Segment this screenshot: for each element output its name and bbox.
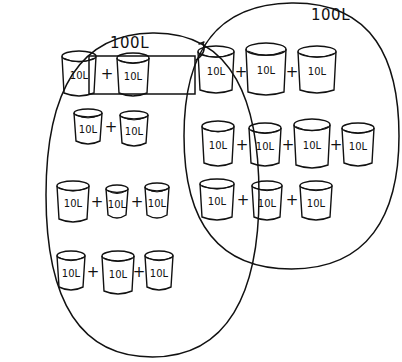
bucket-rim — [117, 53, 149, 63]
volume-label: 10L — [118, 126, 150, 137]
bucket-rim — [298, 46, 336, 57]
bucket: 10L — [292, 118, 332, 170]
bucket-rim — [202, 121, 234, 131]
bucket: 10L — [143, 182, 171, 220]
bucket: 10L — [118, 110, 150, 148]
plus-sign: + — [235, 63, 248, 81]
bucket-rim — [198, 46, 234, 57]
bucket-lip — [147, 189, 167, 192]
bucket-rim — [62, 51, 96, 61]
bucket-rim — [57, 181, 89, 190]
plus-sign: + — [286, 191, 299, 209]
bucket-lip — [302, 187, 330, 190]
volume-label: 10L — [55, 268, 87, 279]
plus-sign: + — [101, 65, 114, 83]
volume-label: 10L — [60, 70, 98, 81]
bucket-rim — [342, 123, 374, 133]
volume-heading: 100L — [110, 34, 149, 52]
bucket-rim — [102, 251, 134, 261]
bucket-rim — [300, 181, 332, 190]
bucket: 10L — [250, 180, 284, 222]
volume-label: 10L — [298, 198, 334, 209]
plus-sign: + — [131, 193, 144, 211]
bucket-lip — [59, 257, 83, 260]
container-group: 100L 10L 10L 10L 10L 10L 10L 10L 10L 10L 10L — [45, 32, 260, 358]
bucket-lip — [64, 58, 94, 62]
plus-sign: + — [286, 63, 299, 81]
bucket-lip — [59, 188, 87, 191]
bucket-lip — [204, 128, 232, 132]
bucket-lip — [202, 186, 232, 189]
bucket: 10L — [298, 180, 334, 222]
plus-sign: + — [87, 263, 100, 281]
bucket: 10L — [100, 250, 136, 296]
blob-path — [46, 33, 259, 357]
volume-label: 10L — [244, 65, 288, 76]
bucket-lip — [251, 130, 279, 133]
bucket: 10L — [200, 120, 236, 168]
bucket: 10L — [198, 178, 236, 222]
bucket-lip — [104, 258, 132, 261]
bucket-rim — [246, 43, 286, 55]
volume-label: 10L — [196, 66, 236, 77]
volume-label: 10L — [143, 268, 175, 279]
volume-label: 10L — [250, 198, 284, 209]
bucket: 10L — [340, 122, 376, 168]
bucket-rim — [252, 181, 282, 190]
plus-sign: + — [237, 191, 250, 209]
volume-label: 10L — [200, 140, 236, 151]
volume-label: 10L — [340, 141, 376, 152]
volume-label: 10L — [296, 66, 338, 77]
bucket-rim — [57, 251, 85, 260]
plus-sign: + — [133, 263, 146, 281]
volume-label: 10L — [55, 198, 91, 209]
volume-label: 10L — [143, 198, 171, 209]
volume-label: 10L — [72, 124, 104, 135]
bucket: 10L — [296, 45, 338, 95]
volume-label: 10L — [247, 141, 283, 152]
bucket-lip — [344, 130, 372, 133]
volume-heading: 100L — [311, 6, 350, 24]
bucket-lip — [76, 115, 100, 118]
bucket-rim — [145, 251, 173, 260]
bucket-lip — [300, 54, 334, 58]
bucket: 10L — [55, 250, 87, 292]
plus-sign: + — [105, 118, 118, 136]
volume-label: 10L — [115, 71, 151, 82]
plus-sign: + — [282, 136, 295, 154]
bucket-rim — [200, 179, 234, 188]
bucket-lip — [122, 117, 146, 120]
bucket-rim — [294, 119, 330, 131]
volume-label: 10L — [100, 269, 136, 280]
bucket-lip — [147, 257, 171, 260]
bucket: 10L — [72, 108, 104, 146]
volume-label: 10L — [198, 196, 236, 207]
plus-sign: + — [236, 136, 249, 154]
bucket-lip — [248, 51, 284, 55]
bucket-lip — [119, 60, 147, 63]
volume-label: 10L — [292, 140, 332, 151]
bucket: 10L — [244, 42, 288, 97]
plus-sign: + — [91, 193, 104, 211]
bucket-lip — [108, 191, 126, 194]
plus-sign: + — [330, 136, 343, 154]
bucket: 10L — [143, 250, 175, 292]
bucket: 10L — [247, 122, 283, 168]
blob-path — [184, 3, 399, 269]
bucket: 10L — [115, 52, 151, 98]
bucket-lip — [254, 187, 280, 190]
empty-answer-box — [89, 56, 195, 94]
bucket-lip — [296, 127, 328, 131]
volume-label: 10L — [104, 199, 130, 210]
bucket: 10L — [55, 180, 91, 224]
bucket: 10L — [60, 50, 98, 98]
bucket: 10L — [104, 184, 130, 220]
